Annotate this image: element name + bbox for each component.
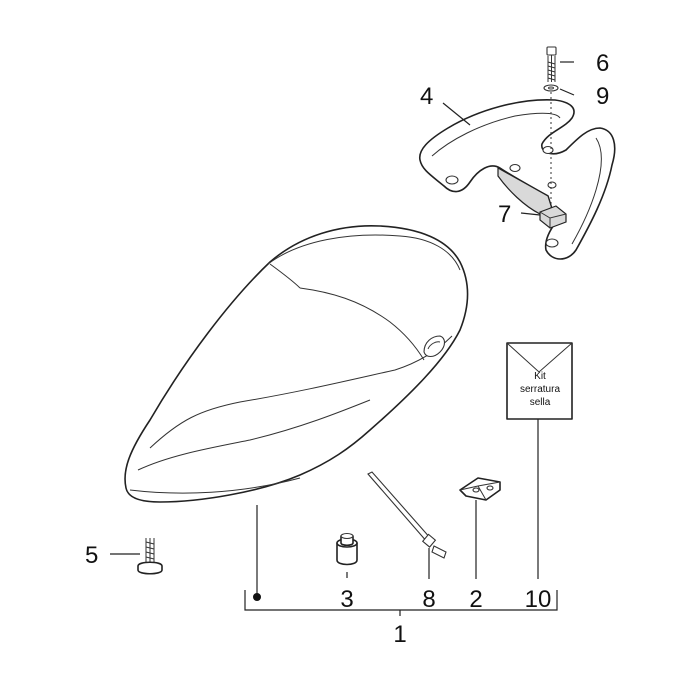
nut-plate (539, 205, 567, 229)
bracket (459, 477, 501, 501)
tapping-screw (137, 538, 163, 575)
callout-5: 5 (85, 542, 98, 569)
kit-label-line2: serratura (520, 384, 560, 395)
rubber-buffer (336, 532, 358, 566)
leader-lines (110, 61, 575, 616)
callout-3: 3 (340, 586, 353, 613)
callout-9: 9 (596, 83, 609, 110)
callout-2: 2 (469, 586, 482, 613)
callout-6: 6 (596, 50, 609, 77)
callout-8: 8 (422, 586, 435, 613)
callout-4: 4 (420, 83, 433, 110)
kit-label-line3: sella (530, 397, 551, 408)
lock-kit-envelope: Kit serratura sella (506, 342, 573, 420)
washer (543, 84, 559, 92)
seat (124, 224, 469, 503)
cable-tie (367, 471, 447, 559)
callout-7: 7 (498, 201, 511, 228)
callout-10: 10 (525, 586, 552, 613)
callout-labels: 6 9 4 7 5 3 8 2 10 1 (85, 50, 609, 648)
callout-1: 1 (393, 621, 406, 648)
seat-lock-hole (423, 335, 446, 358)
grab-rail (419, 98, 616, 260)
screw (546, 46, 557, 82)
leader-dot (253, 593, 261, 601)
kit-label-line1: Kit (534, 371, 546, 382)
